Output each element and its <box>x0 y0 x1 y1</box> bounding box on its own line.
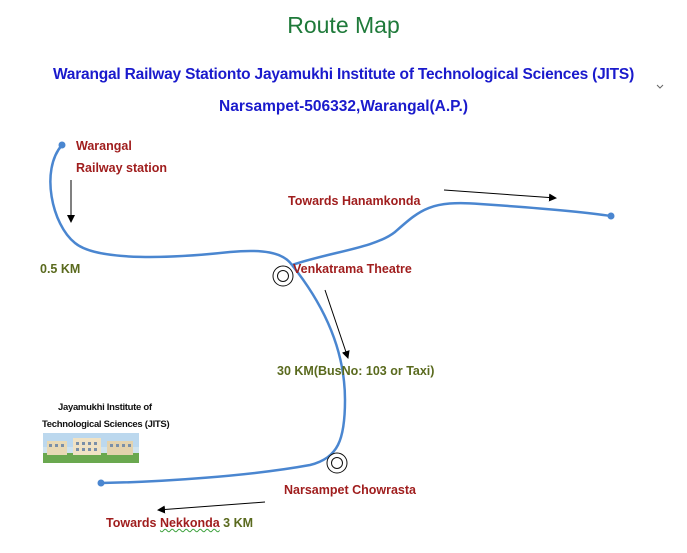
route-endpoint-dot <box>97 479 105 487</box>
towards-nekkonda-label: Towards Nekkonda 3 KM <box>106 516 253 530</box>
distance-30km-label: 30 KM(BusNo: 103 or Taxi) <box>277 364 435 378</box>
route-junction-to-narsampet <box>100 264 347 485</box>
narsampet-chowrasta-label: Narsampet Chowrasta <box>284 483 416 497</box>
jits-campus-image <box>43 433 139 463</box>
route-subtitle: Warangal Railway Stationto Jayamukhi Ins… <box>52 66 635 83</box>
railway-station-label: Railway station <box>76 161 167 175</box>
towards-hanamkonda-label: Towards Hanamkonda <box>288 194 421 208</box>
towards-prefix: Towards <box>106 516 160 530</box>
page-title: Route Map <box>287 12 400 38</box>
address-subtitle: Narsampet-506332,Warangal(A.P.) <box>219 98 468 115</box>
venkatrama-theatre-label: Venkatrama Theatre <box>293 262 412 276</box>
nekkonda-text: Nekkonda <box>159 516 220 530</box>
direction-arrow-icon <box>443 189 557 202</box>
route-endpoint-dot <box>607 212 615 220</box>
direction-arrow-icon <box>157 501 266 514</box>
direction-arrow-icon <box>324 289 350 359</box>
nekkonda-distance: 3 KM <box>219 516 254 530</box>
expand-indicator-icon <box>656 84 664 89</box>
landmark-circle-icon <box>326 452 348 474</box>
jits-label-line2: Technological Sciences (JITS) <box>42 419 170 430</box>
route-junction-to-hanamkonda <box>291 201 612 267</box>
route-warangal-to-junction <box>49 144 294 266</box>
route-endpoint-dot <box>58 141 66 149</box>
jits-label-line1: Jayamukhi Institute of <box>58 402 152 413</box>
distance-0.5km-label: 0.5 KM <box>40 262 81 276</box>
warangal-label: Warangal <box>76 139 132 153</box>
landmark-circle-icon <box>272 265 294 287</box>
